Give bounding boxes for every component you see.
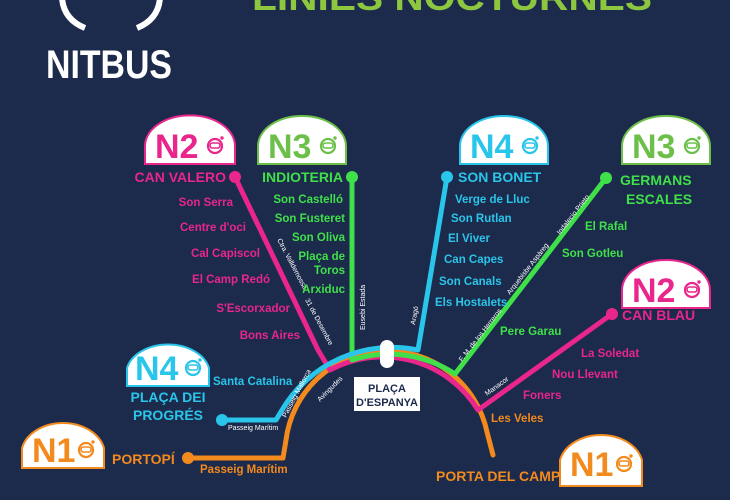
hub-name-line2: D'ESPANYA	[356, 397, 418, 409]
stop-label: Son Fusteret	[275, 213, 345, 225]
badge-n4-son-bonet: N4	[459, 115, 549, 166]
stop-label: Son Castelló	[273, 194, 343, 206]
stop-label: Cal Capiscol	[191, 248, 260, 260]
terminus-son-bonet: SON BONET	[458, 169, 542, 185]
terminus-dot-portopi	[182, 452, 194, 464]
badge-n4-placa-progres: N4	[126, 343, 210, 388]
terminus-can-valero: CAN VALERO	[134, 169, 226, 185]
terminus-dot-son-bonet	[441, 171, 453, 183]
badge-n3-germans-escales: N3	[621, 115, 711, 166]
hub-box	[354, 377, 420, 411]
stop-label: Les Veles	[491, 413, 543, 425]
stop-label: Passeig Marítim	[200, 464, 288, 476]
stop-label: Els Hostalets	[435, 297, 507, 309]
svg-text:N2: N2	[155, 128, 198, 166]
stop-label: El Rafal	[585, 221, 627, 233]
nitbus-logo: NITBUS	[46, 0, 172, 87]
hub-name-line1: PLAÇA	[368, 383, 406, 395]
stop-label: Bons Aires	[240, 330, 300, 342]
logo-text: NITBUS	[46, 43, 172, 87]
terminus-dot-can-valero	[229, 171, 241, 183]
stop-label: Son Canals	[439, 276, 502, 288]
terminus-can-blau: CAN BLAU	[622, 307, 695, 323]
terminus-indioteria: INDIOTERIA	[262, 169, 343, 185]
badge-n2-can-valero: N2	[144, 114, 236, 166]
stop-label: Santa Catalina	[213, 376, 293, 388]
stop-label: El Viver	[448, 233, 491, 245]
street-label: Avingudes	[316, 375, 344, 403]
svg-text:N1: N1	[32, 432, 75, 470]
svg-text:N3: N3	[268, 128, 311, 166]
terminus-dot-can-blau	[606, 308, 618, 320]
logo-arc-left	[59, 0, 87, 31]
stop-label: El Camp Redó	[192, 274, 270, 286]
badge-n2-can-blau: N2	[621, 259, 711, 310]
stop-label: Verge de Lluc	[455, 194, 530, 206]
route-n1	[185, 348, 496, 461]
terminus-portopi: PORTOPÍ	[112, 451, 176, 467]
street-label: Eusebi Estada	[360, 285, 367, 330]
page-title: LINIES NOCTURNES	[252, 0, 652, 18]
street-label: Passeig Marítim	[228, 425, 278, 432]
badge-n3-indioteria: N3	[257, 115, 347, 166]
stop-label: Arxiduc	[302, 284, 345, 296]
terminus-dot-germans-escales	[600, 172, 612, 184]
terminus-porta-del-camp: PORTA DEL CAMP	[436, 468, 560, 484]
terminus-placa-progres-2: PROGRÉS	[133, 407, 203, 423]
badge-n1-portopi: N1	[21, 421, 105, 470]
route-n4	[219, 174, 450, 423]
street-label: F. M. de los Herreros	[458, 307, 504, 363]
terminus-dot-placa-progres	[216, 414, 228, 426]
terminus-germans-escales-1: GERMANS	[620, 172, 692, 188]
logo-arc-right	[135, 0, 163, 31]
street-label: 31 de Desembre	[303, 298, 334, 347]
svg-text:N4: N4	[135, 350, 179, 388]
stop-label: Son Oliva	[292, 232, 346, 244]
stop-label: Can Capes	[444, 254, 503, 266]
street-label: Arquebisbe Aspàreg	[506, 242, 550, 296]
svg-text:N2: N2	[632, 272, 675, 310]
stop-label: Plaça de	[298, 251, 345, 263]
stop-label: Nou Llevant	[552, 369, 618, 381]
stop-label: Pere Garau	[500, 326, 561, 338]
street-label: Aragó	[410, 306, 420, 326]
stop-label: La Soledat	[581, 348, 639, 360]
stop-label: Son Gotleu	[562, 248, 623, 260]
stop-label: Toros	[314, 265, 345, 277]
stop-label: Son Rutlan	[451, 213, 512, 225]
terminus-placa-progres-1: PLAÇA DEI	[131, 389, 206, 405]
svg-text:N4: N4	[470, 128, 514, 166]
stop-label: Centre d'oci	[180, 222, 246, 234]
hub-marker	[380, 340, 394, 368]
badge-n1-porta-del-camp: N1	[559, 433, 643, 487]
stop-label: Foners	[523, 390, 561, 402]
terminus-germans-escales-2: ESCALES	[626, 191, 692, 207]
stop-label: Son Serra	[179, 197, 234, 209]
route-n3	[349, 174, 609, 377]
svg-text:N3: N3	[632, 128, 675, 166]
terminus-dot-indioteria	[346, 171, 358, 183]
stop-label: S'Escorxador	[216, 303, 290, 315]
route-n2	[232, 174, 615, 413]
svg-text:N1: N1	[570, 446, 613, 484]
